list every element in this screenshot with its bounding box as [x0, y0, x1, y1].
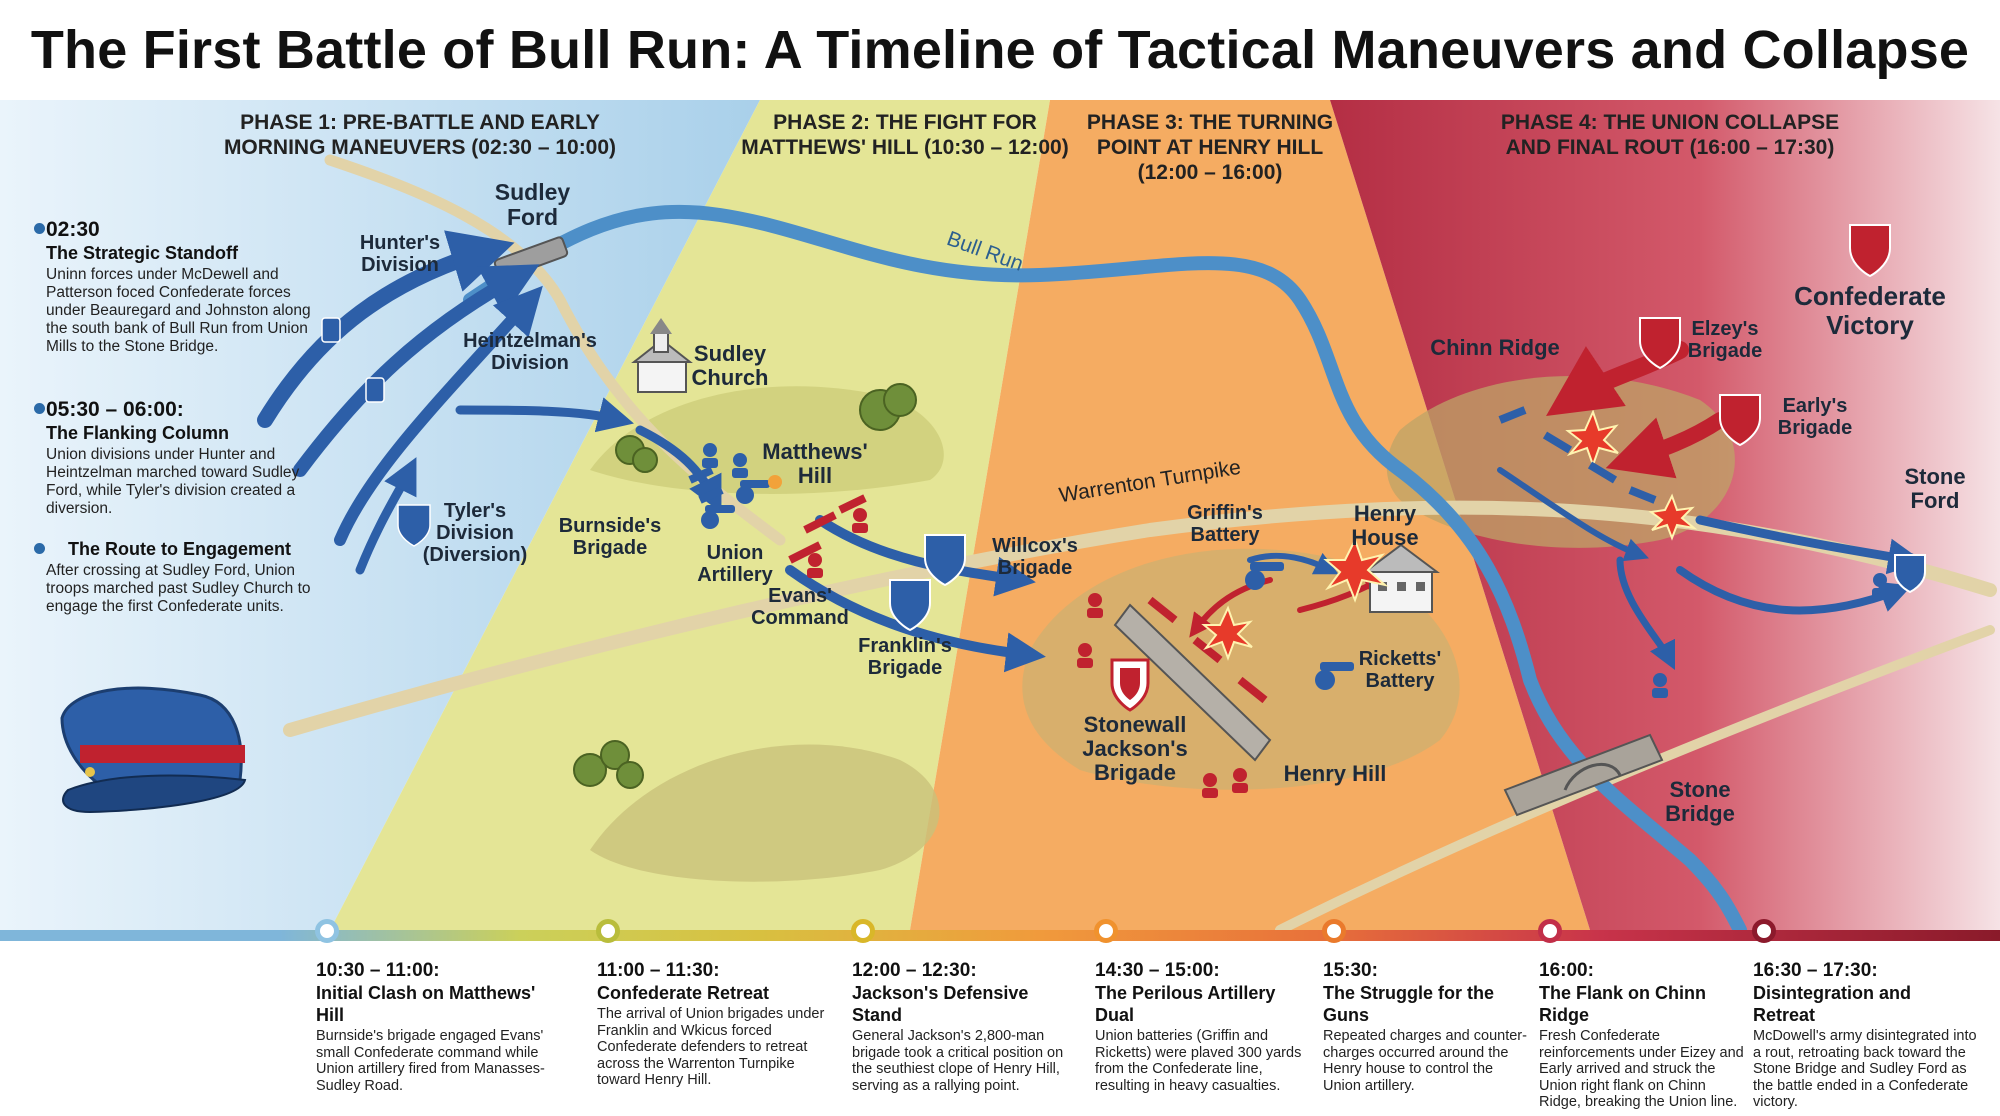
note-text: After crossing at Sudley Ford, Union tro…: [46, 562, 311, 615]
label-confederate-victory: Confederate Victory: [1794, 281, 1946, 340]
phase-4-heading: PHASE 4: THE UNION COLLAPSE AND FINAL RO…: [1500, 111, 1840, 159]
label-evans-command: Evans' Command: [751, 585, 849, 629]
label-sudley-church: Sudley Church: [691, 341, 769, 391]
label-earlys-brigade: Early's Brigade: [1777, 395, 1853, 439]
label-elzeys-brigade: Elzey's Brigade: [1687, 318, 1763, 362]
event-time: 14:30 – 15:00:: [1095, 960, 1220, 981]
union-kepi-icon: [60, 686, 247, 814]
timeline-event-6: 16:00: The Flank on Chinn Ridge Fresh Co…: [1539, 960, 1744, 1111]
label-burnsides-brigade: Burnside's Brigade: [558, 515, 662, 559]
event-time: 16:00:: [1539, 960, 1594, 981]
timeline-bar: [0, 930, 2000, 941]
event-text: General Jackson's 2,800-man brigade took…: [852, 1028, 1064, 1094]
timeline-dot-2: [596, 919, 620, 943]
label-henry-house: Henry House: [1351, 501, 1419, 551]
timeline: 10:30 – 11:00: Initial Clash on Matthews…: [0, 919, 2000, 1116]
shield-icons: [889, 224, 1926, 712]
label-heintzelmans-division: Heintzelman's Division: [463, 330, 597, 374]
note-strategic-standoff: 02:30 The Strategic Standoff Uninn force…: [34, 218, 316, 356]
timeline-event-1: 10:30 – 11:00: Initial Clash on Matthews…: [316, 960, 566, 1094]
note-heading: The Flanking Column: [46, 423, 229, 443]
label-franklins-brigade: Franklin's Brigade: [858, 635, 952, 679]
timeline-event-5: 15:30: The Struggle for the Guns Repeate…: [1323, 960, 1528, 1094]
union-advance-arrows: [785, 515, 1046, 673]
label-willcox-brigade: Willcox's Brigade: [992, 535, 1078, 579]
note-dot-icon: [34, 403, 45, 414]
label-stone-bridge: Stone Bridge: [1665, 777, 1735, 827]
event-text: Repeated charges and counter-charges occ…: [1323, 1028, 1527, 1094]
sudley-church-building: [631, 318, 693, 393]
timeline-event-7: 16:30 – 17:30: Disintegration and Retrea…: [1753, 960, 1978, 1111]
event-text: Burnside's brigade engaged Evans' small …: [316, 1028, 545, 1094]
event-heading: Initial Clash on Matthews' Hill: [316, 983, 536, 1025]
phase-2-heading: PHASE 2: THE FIGHT FOR MATTHEWS' HILL (1…: [741, 111, 1069, 159]
note-time: 02:30: [46, 218, 100, 241]
event-text: The arrival of Union brigades under Fran…: [597, 1006, 825, 1088]
note-route-to-engagement: The Route to Engagement After crossing a…: [34, 538, 316, 616]
label-tylers-division: Tyler's Division (Diversion): [422, 500, 528, 566]
explosions: [768, 409, 1698, 661]
hill-south: [590, 744, 940, 882]
timeline-dot-5: [1322, 919, 1346, 943]
event-heading: Jackson's Defensive Stand: [852, 983, 1029, 1025]
note-dot-icon: [34, 543, 45, 554]
timeline-dot-1: [315, 919, 339, 943]
note-dot-icon: [34, 223, 45, 234]
confederate-line-evans: [788, 494, 867, 564]
event-time: 15:30:: [1323, 960, 1378, 981]
battle-map: [0, 100, 2000, 930]
event-time: 16:30 – 17:30:: [1753, 960, 1878, 981]
union-retreat-arrows: [1497, 467, 1925, 671]
event-heading: Disintegration and Retreat: [1753, 983, 1912, 1025]
timeline-dot-6: [1538, 919, 1562, 943]
timeline-dot-7: [1752, 919, 1776, 943]
note-heading: The Route to Engagement: [68, 539, 292, 559]
timeline-dot-4: [1094, 919, 1118, 943]
event-time: 10:30 – 11:00:: [316, 960, 440, 981]
timeline-event-2: 11:00 – 11:30: Confederate Retreat The a…: [597, 960, 832, 1089]
page-title: The First Battle of Bull Run: A Timeline…: [0, 0, 2000, 100]
confederate-soldier-markers: [807, 508, 1248, 798]
phase-1-heading: PHASE 1: PRE-BATTLE AND EARLY MORNING MA…: [223, 111, 617, 159]
label-stone-ford: Stone Ford: [1904, 464, 1966, 514]
note-text: Union divisions under Hunter and Heintze…: [46, 446, 300, 517]
timeline-event-4: 14:30 – 15:00: The Perilous Artillery Du…: [1095, 960, 1310, 1094]
event-time: 12:00 – 12:30:: [852, 960, 977, 981]
label-stonewall-brigade: Stonewall Jackson's Brigade: [1082, 712, 1188, 786]
event-heading: Confederate Retreat: [597, 983, 770, 1003]
event-time: 11:00 – 11:30:: [597, 960, 720, 981]
union-line-matthews: [688, 466, 724, 504]
stone-wall: [1113, 603, 1272, 762]
label-union-artillery: Union Artillery: [697, 542, 773, 586]
hill-matthews: [590, 386, 944, 494]
event-heading: The Flank on Chinn Ridge: [1539, 983, 1706, 1025]
timeline-event-3: 12:00 – 12:30: Jackson's Defensive Stand…: [852, 960, 1077, 1094]
event-heading: The Perilous Artillery Dual: [1095, 983, 1276, 1025]
note-heading: The Strategic Standoff: [46, 243, 239, 263]
event-heading: The Struggle for the Guns: [1323, 983, 1494, 1025]
phase-2-zone: [330, 100, 1050, 930]
event-text: Union batteries (Griffin and Ricketts) w…: [1095, 1028, 1302, 1094]
label-griffins-battery: Griffin's Battery: [1187, 502, 1263, 546]
label-sudley-ford: Sudley Ford: [494, 179, 571, 231]
union-cannons: [701, 480, 1354, 690]
event-text: McDowell's army disintegrated into a rou…: [1753, 1028, 1977, 1110]
stone-bridge: [1503, 733, 1664, 817]
note-time: 05:30 – 06:00:: [46, 398, 184, 421]
label-hunters-division: Hunter's Division: [359, 232, 441, 276]
label-ricketts-battery: Ricketts' Battery: [1358, 648, 1442, 692]
confederate-line-henry: [1147, 596, 1268, 704]
trees: [573, 383, 917, 789]
phase-3-heading: PHASE 3: THE TURNING POINT AT HENRY HILL…: [1086, 111, 1334, 184]
label-chinn-ridge: Chinn Ridge: [1430, 335, 1560, 360]
label-henry-hill: Henry Hill: [1283, 761, 1387, 786]
note-text: Uninn forces under McDewell and Patterso…: [46, 266, 311, 355]
union-flank-arrows: [257, 230, 722, 575]
label-matthews-hill: Matthews' Hill: [762, 439, 868, 489]
timeline-dot-3: [851, 919, 875, 943]
event-text: Fresh Confederate reinforcements under E…: [1539, 1028, 1744, 1110]
note-flanking-column: 05:30 – 06:00: The Flanking Column Union…: [34, 398, 316, 518]
union-flag-icons: [321, 317, 431, 547]
henry-house-building: [1362, 543, 1440, 613]
